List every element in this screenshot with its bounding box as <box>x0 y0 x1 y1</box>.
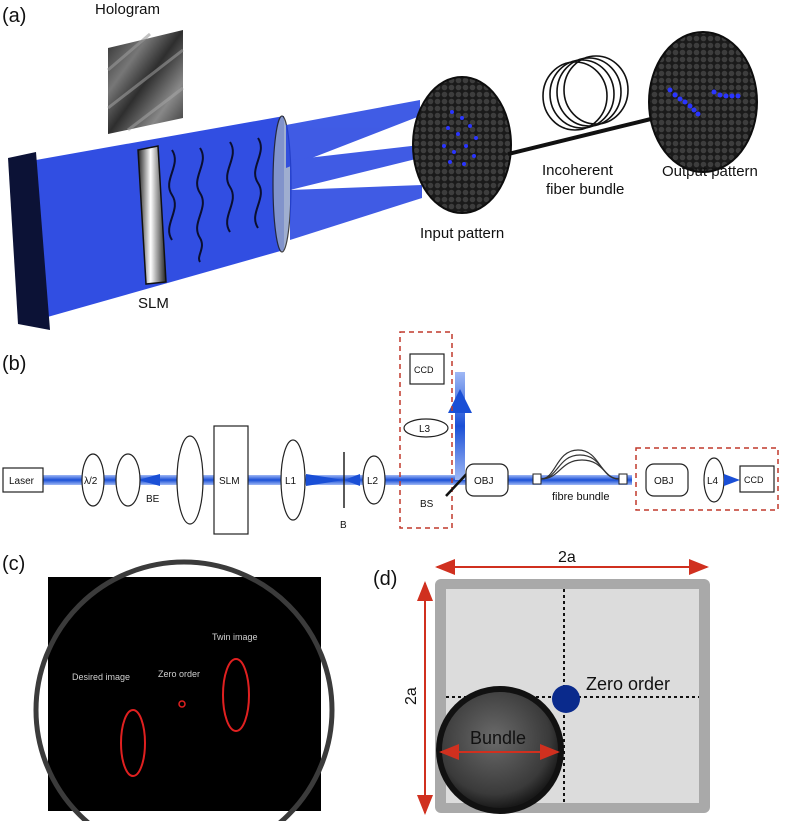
bundle-outline <box>33 559 335 821</box>
obj2-label: OBJ <box>654 476 673 487</box>
obj1-label: OBJ <box>474 476 493 487</box>
fibre-bundle-label: fibre bundle <box>552 491 610 503</box>
hologram-label: Hologram <box>95 1 160 18</box>
panel-c-label: (c) <box>2 553 25 575</box>
be-lens <box>115 453 141 507</box>
fibre-coil <box>540 449 620 480</box>
slm-modulator <box>137 145 167 285</box>
lens-l2 <box>362 455 386 505</box>
ccd-right <box>739 465 775 493</box>
objective-1 <box>465 463 509 497</box>
panel-b: (b) Laser λ/2 BE SLM L1 B L2 <box>2 331 779 535</box>
bundle-label: Bundle <box>470 728 526 748</box>
hologram-plate <box>107 30 184 134</box>
ccd-right-label: CCD <box>744 475 764 485</box>
slm-box-label: SLM <box>219 476 240 487</box>
l1-focus <box>306 474 344 486</box>
l1-label: L1 <box>285 476 297 487</box>
l2-label: L2 <box>367 476 379 487</box>
zero-order-label-d: Zero order <box>586 674 670 694</box>
panel-a-label: (a) <box>2 5 26 27</box>
bundle-label-1: Incoherent <box>542 162 614 179</box>
half-wave-plate <box>81 453 105 507</box>
width-label: 2a <box>558 549 576 566</box>
fiber-cable <box>507 116 656 156</box>
panel-b-label: (b) <box>2 353 26 375</box>
b-label: B <box>340 520 347 531</box>
fibre-exit <box>618 473 628 485</box>
bs-dashed-box <box>399 331 453 529</box>
b-focus <box>344 474 360 486</box>
detection-dashed-box <box>635 447 779 511</box>
laser-source <box>8 152 50 330</box>
bundle-disk <box>442 692 558 808</box>
zero-order-circle <box>178 700 186 708</box>
zero-order-label-c: Zero order <box>158 669 200 679</box>
height-label: 2a <box>403 687 420 705</box>
fiber-coil <box>542 55 629 131</box>
bs-label: BS <box>420 499 434 510</box>
panel-d: (d) Bundle Zero order 2a 2a <box>373 549 710 815</box>
ccd-top <box>409 353 445 385</box>
desired-image-label: Desired image <box>72 672 130 682</box>
desired-ellipse <box>120 709 146 777</box>
panel-d-label: (d) <box>373 568 397 590</box>
wavefronts <box>168 137 262 263</box>
diffracted-beams <box>286 100 422 240</box>
input-pattern-label: Input pattern <box>420 225 504 242</box>
l3-label: L3 <box>419 424 431 435</box>
camera-frame <box>48 577 321 811</box>
laser-label: Laser <box>9 476 35 487</box>
twin-image-label: Twin image <box>212 632 258 642</box>
lens-l1 <box>280 439 306 521</box>
slm-box <box>213 425 249 535</box>
bundle-label-2: fiber bundle <box>546 181 624 198</box>
ccd-top-label: CCD <box>414 365 434 375</box>
panel-c: (c) Desired image Zero order Twin image <box>2 553 335 821</box>
collimating-lens <box>176 435 204 525</box>
vertical-beam <box>455 372 465 480</box>
objective-2 <box>645 463 689 497</box>
lens-l3 <box>403 418 449 438</box>
output-face <box>648 31 758 173</box>
half-wave-label: λ/2 <box>84 476 98 487</box>
slm-label: SLM <box>138 295 169 312</box>
panel-a: (a) Hologram SLM <box>2 1 758 330</box>
be-label: BE <box>146 494 160 505</box>
input-face <box>412 76 512 214</box>
twin-ellipse <box>222 658 250 732</box>
be-focus <box>138 474 160 486</box>
zero-order-spot <box>552 685 580 713</box>
output-pattern-label: Output pattern <box>662 163 758 180</box>
laser-box <box>2 467 44 493</box>
l4-label: L4 <box>707 476 719 487</box>
fibre-entrance <box>532 473 542 485</box>
